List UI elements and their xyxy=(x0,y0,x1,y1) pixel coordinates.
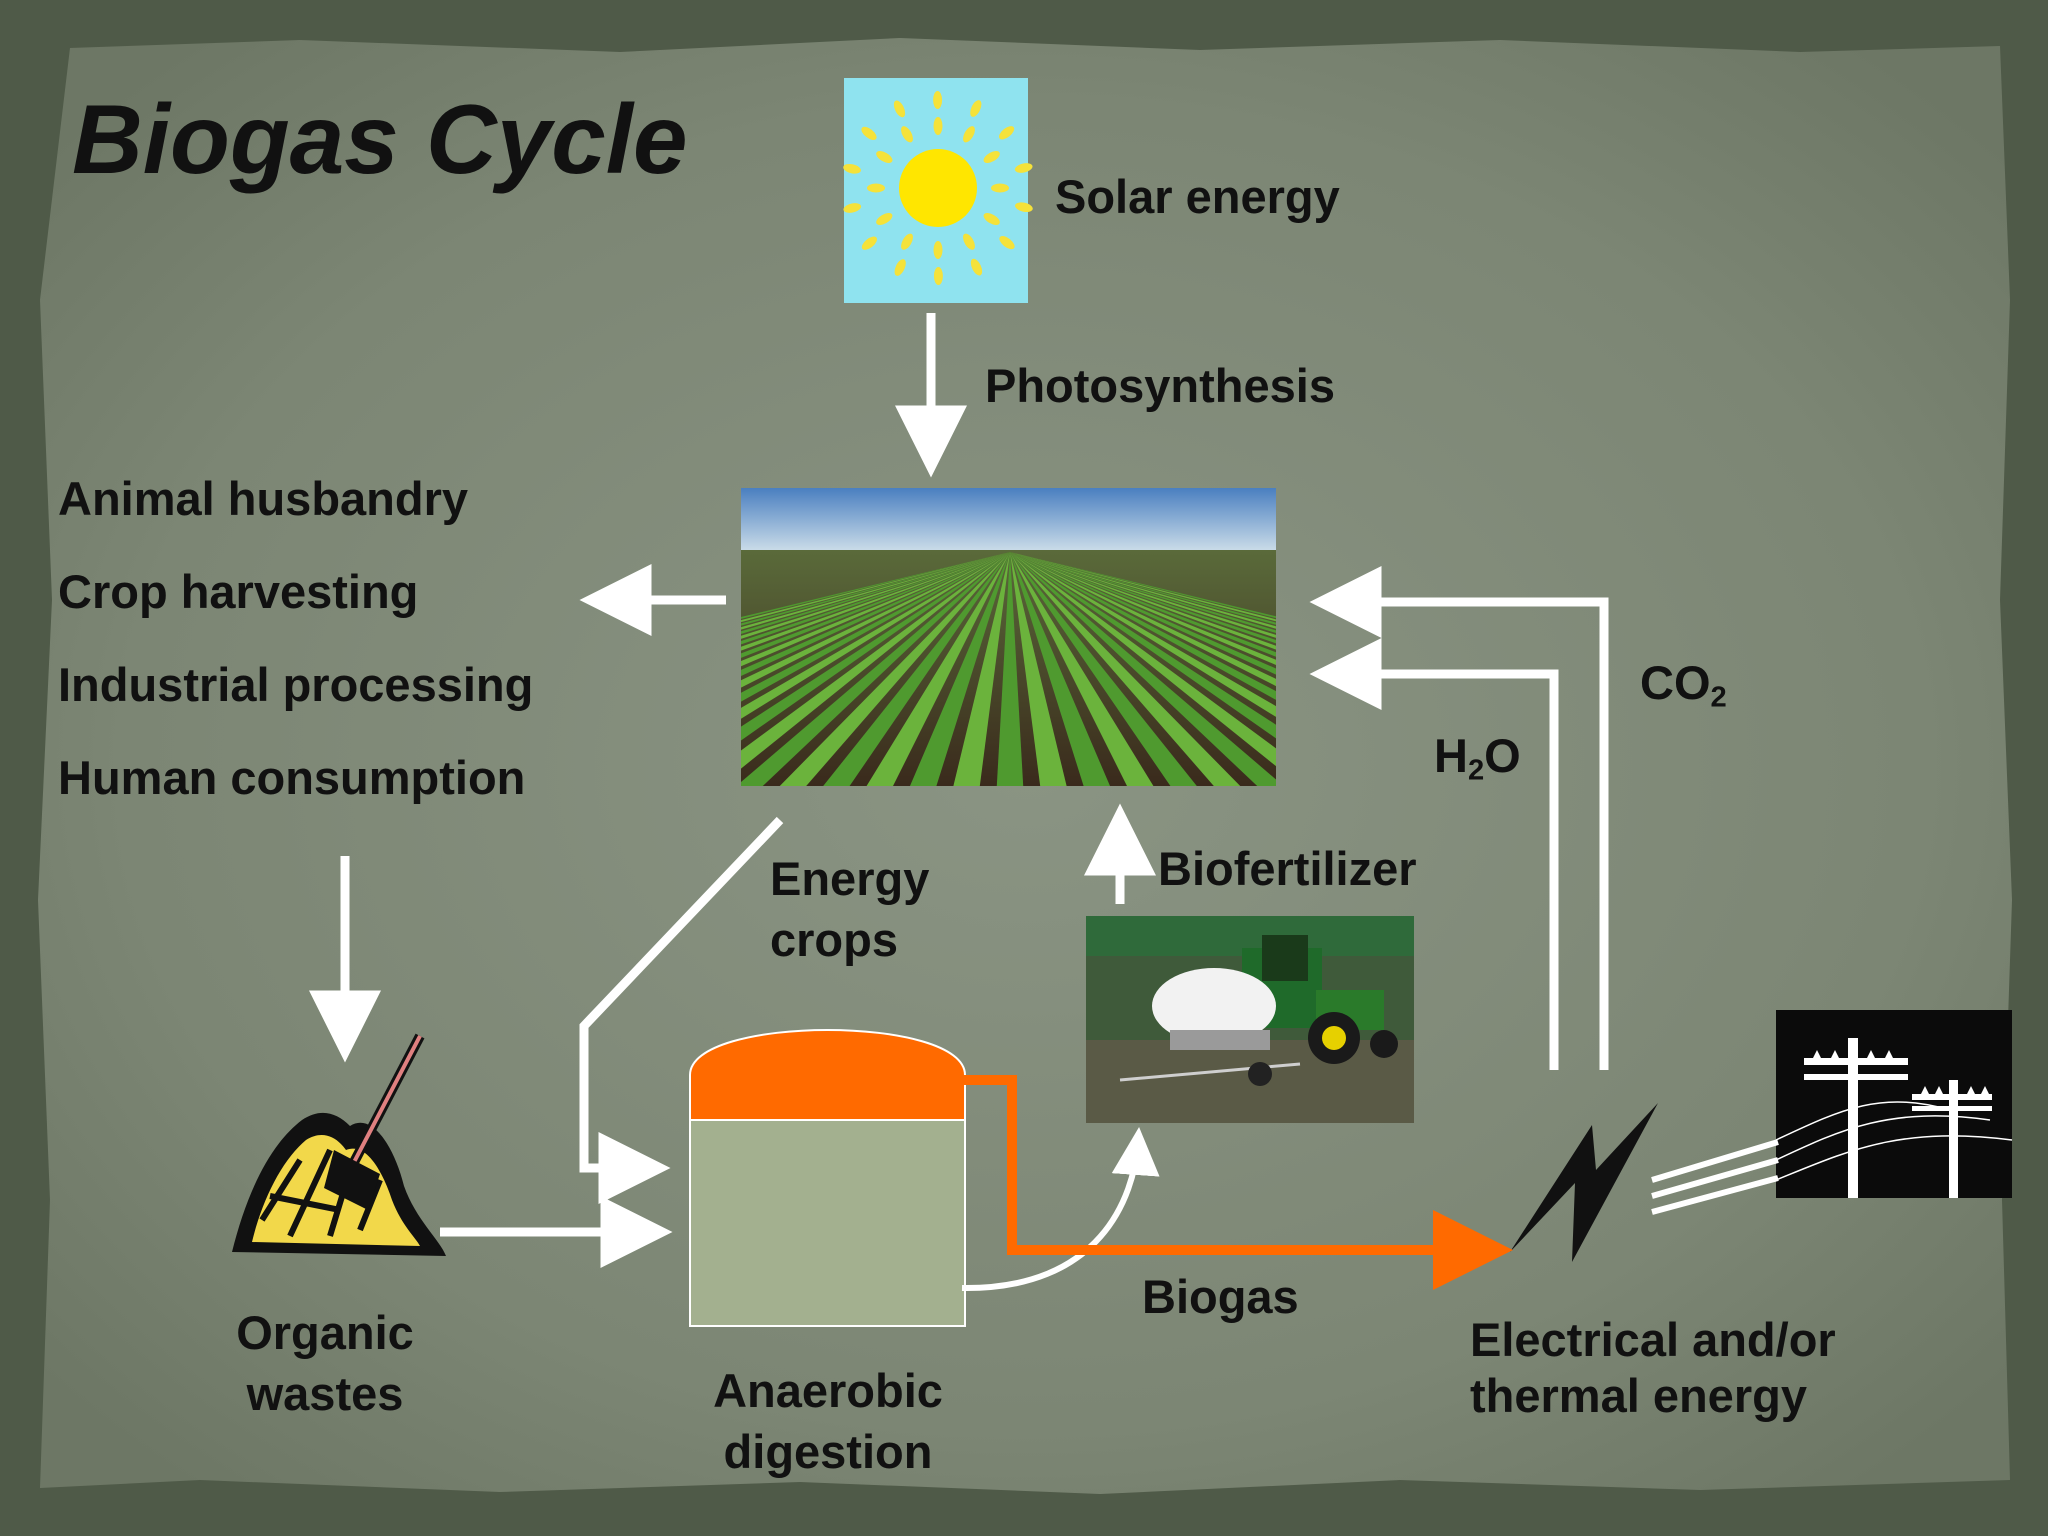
power-pole-icon xyxy=(1775,1010,2013,1198)
label-use-industrial-processing: Industrial processing xyxy=(58,658,534,711)
arrow-digester-to-tractor xyxy=(961,1127,1160,1292)
label-biofertilizer: Biofertilizer xyxy=(1158,842,1417,895)
sun-icon xyxy=(843,78,1033,303)
label-use-crop-harvesting: Crop harvesting xyxy=(58,565,419,618)
anaerobic-digester xyxy=(689,1029,966,1327)
flow-arrows xyxy=(309,313,1779,1292)
label-h2o: H2O xyxy=(1434,729,1521,787)
lightning-icon xyxy=(1510,1103,1658,1262)
arrow-energy-crops xyxy=(579,816,784,1204)
label-biogas: Biogas xyxy=(1142,1270,1299,1323)
page-title: Biogas Cycle xyxy=(72,84,688,194)
label-co2: CO2 xyxy=(1640,656,1727,714)
label-energy-crops: Energy crops xyxy=(770,852,930,967)
arrow-h2o-return xyxy=(1309,638,1559,1070)
power-lines xyxy=(1651,1139,1779,1215)
crop-field-image xyxy=(741,488,1276,786)
waste-pile-icon xyxy=(232,1033,446,1256)
label-use-animal-husbandry: Animal husbandry xyxy=(58,472,469,525)
label-solar-energy: Solar energy xyxy=(1055,170,1340,223)
label-organic-wastes: Organic wastes xyxy=(236,1306,414,1421)
label-use-human-consumption: Human consumption xyxy=(58,751,526,804)
tractor-image xyxy=(1086,916,1414,1123)
arrow-co2-return xyxy=(1309,566,1609,1070)
arrow-biogas xyxy=(962,1075,1513,1290)
label-photosynthesis: Photosynthesis xyxy=(985,359,1335,412)
label-anaerobic-digestion: Anaerobic digestion xyxy=(713,1364,943,1479)
label-electrical-thermal-energy: Electrical and/or thermal energy xyxy=(1470,1313,1836,1423)
